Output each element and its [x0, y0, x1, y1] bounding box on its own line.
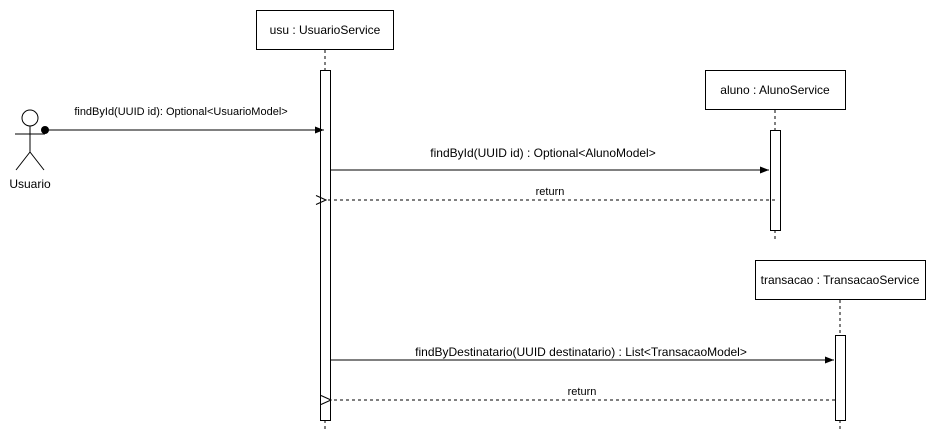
return-label: return	[568, 386, 597, 398]
return-transacao: return	[331, 386, 835, 400]
actor-usuario: Usuario	[9, 109, 51, 191]
message-find-by-id-usuario: findById(UUID id): Optional<UsuarioModel…	[41, 106, 324, 134]
activation-transacao	[835, 335, 846, 421]
message-label: findByDestinatario(UUID destinatario) : …	[415, 345, 747, 359]
activation-aluno	[770, 130, 781, 231]
participant-box-aluno	[705, 70, 846, 110]
participant-usuario-service: usu : UsuarioService	[256, 10, 394, 430]
message-find-by-id-aluno: findById(UUID id) : Optional<AlunoModel>	[330, 146, 769, 174]
actor-label: Usuario	[9, 177, 51, 191]
actor-leg-left	[15, 151, 31, 171]
message-label: findById(UUID id) : Optional<AlunoModel>	[430, 146, 655, 160]
message-label: findById(UUID id): Optional<UsuarioModel…	[74, 106, 287, 118]
participant-label-usu: usu : UsuarioService	[270, 23, 381, 37]
participant-transacao-service: transacao : TransacaoService	[755, 260, 926, 430]
participant-aluno-service: aluno : AlunoService	[705, 70, 846, 240]
actor-head	[21, 109, 39, 127]
return-label: return	[536, 186, 565, 198]
participant-box-usu	[256, 10, 394, 50]
actor-leg-right	[29, 151, 45, 171]
message-find-by-destinatario: findByDestinatario(UUID destinatario) : …	[330, 345, 834, 364]
participant-box-transacao	[755, 260, 926, 300]
return-aluno: return	[326, 186, 775, 200]
participant-label-transacao: transacao : TransacaoService	[761, 273, 920, 287]
activation-usu	[320, 70, 331, 421]
participant-label-aluno: aluno : AlunoService	[720, 83, 830, 97]
